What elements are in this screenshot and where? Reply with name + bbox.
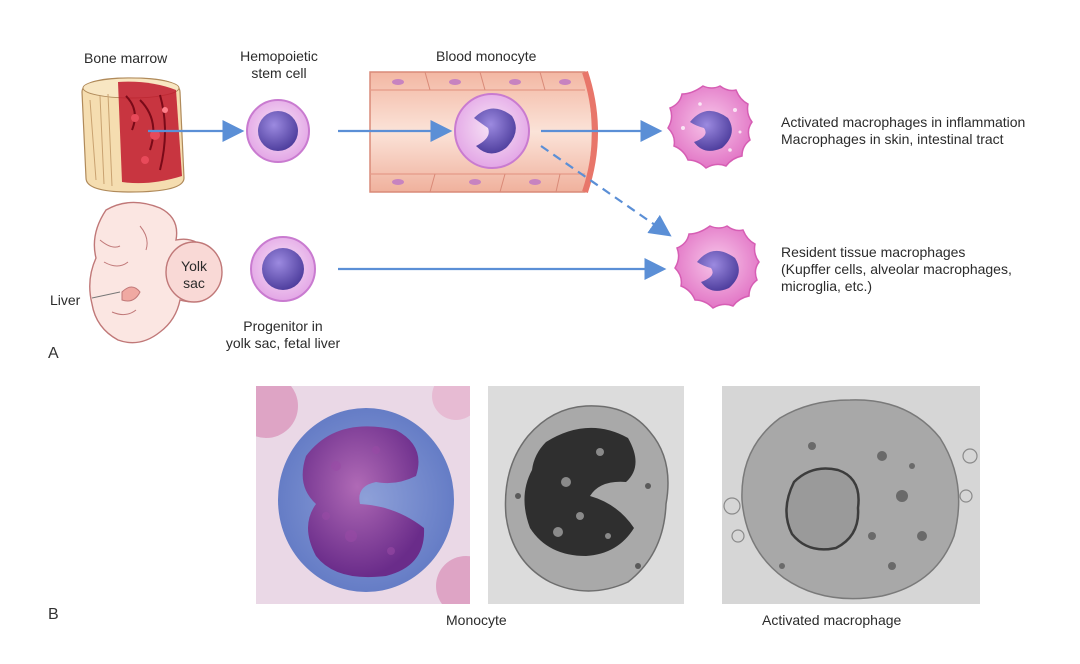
bone-marrow-label: Bone marrow <box>84 50 168 66</box>
activated-macrophage-description: Activated macrophages in inflammation Ma… <box>781 114 1025 148</box>
hemopoietic-line1: Hemopoietic <box>240 48 318 64</box>
stem-cell-icon <box>246 99 310 163</box>
progenitor-line1: Progenitor in <box>243 318 323 334</box>
liver-label: Liver <box>50 292 81 308</box>
arrows <box>148 120 672 280</box>
embryo-icon <box>89 201 223 344</box>
resident-macrophage-description: Resident tissue macrophages (Kupffer cel… <box>781 244 1012 295</box>
monocyte-icon <box>454 93 530 169</box>
progenitor-label: Progenitor in yolk sac, fetal liver <box>213 318 353 352</box>
macrophage-icon <box>667 85 753 169</box>
activated-line1: Activated macrophages in inflammation <box>781 114 1026 130</box>
monocyte-light-micrograph <box>256 386 470 604</box>
progenitor-line2: yolk sac, fetal liver <box>225 335 341 351</box>
stem-cell-icon <box>250 236 316 302</box>
blood-monocyte-label: Blood monocyte <box>436 48 537 64</box>
bone-marrow-icon <box>81 77 185 193</box>
monocyte-caption: Monocyte <box>446 612 507 628</box>
hemopoietic-line2: stem cell <box>251 65 307 81</box>
monocyte-electron-micrograph <box>488 386 684 604</box>
resident-line3: microglia, etc.) <box>781 278 873 294</box>
resident-line1: Resident tissue macrophages <box>781 244 966 260</box>
activated-macrophage-caption: Activated macrophage <box>762 612 902 628</box>
yolk-word: Yolk <box>181 258 207 274</box>
sac-word: sac <box>183 275 205 291</box>
activated-line2: Macrophages in skin, intestinal tract <box>781 131 1004 147</box>
panel-a-letter: A <box>48 345 59 362</box>
yolk-sac-label: Yolk sac <box>178 258 210 292</box>
resident-line2: (Kupffer cells, alveolar macrophages, <box>781 261 1012 277</box>
arrow-monocyte-to-resident <box>540 145 672 237</box>
hemopoietic-stem-cell-label: Hemopoietic stem cell <box>238 48 320 82</box>
activated-macrophage-electron-micrograph <box>722 386 980 604</box>
macrophage-icon <box>674 225 760 309</box>
panel-b-letter: B <box>48 606 59 623</box>
